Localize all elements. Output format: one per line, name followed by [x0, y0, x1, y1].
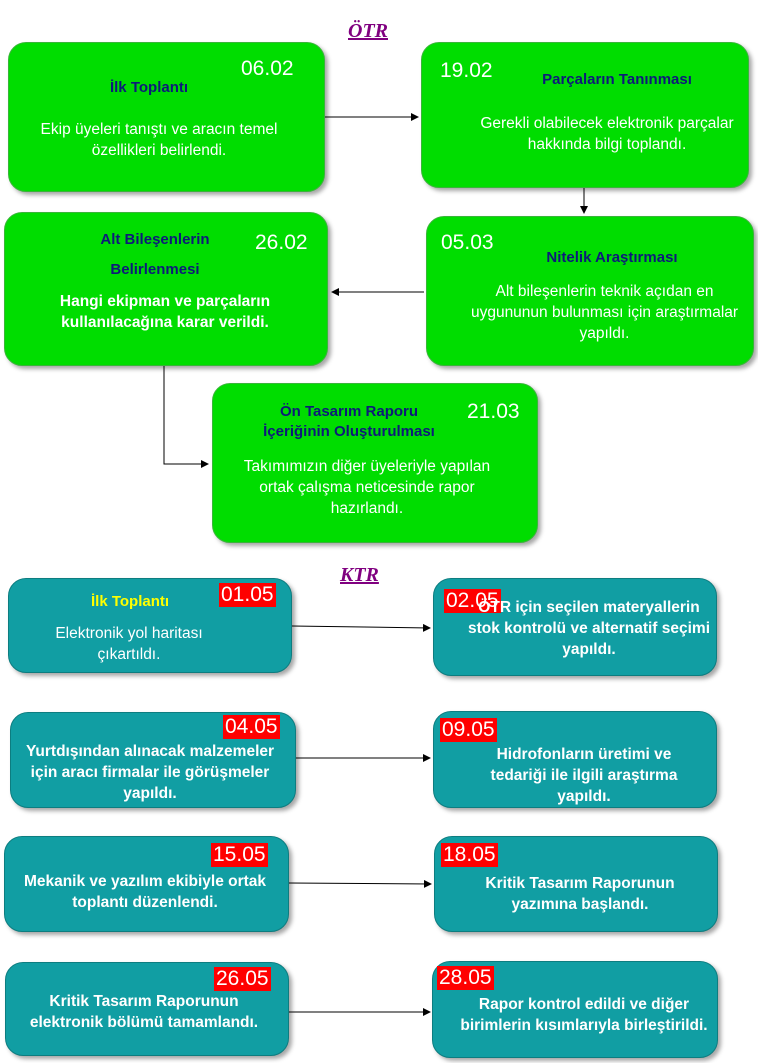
- ktr-step-1: 01.05 İlk Toplantı Elektronik yol harita…: [8, 578, 292, 673]
- step-desc: Rapor kontrol edildi ve diğer birimlerin…: [460, 996, 708, 1034]
- ktr-step-7: 26.05 Kritik Tasarım Raporunun elektroni…: [5, 962, 289, 1056]
- step-date: 06.02: [241, 57, 294, 80]
- step-title: Alt Bileşenlerin Belirlenmesi: [100, 231, 210, 278]
- step-desc: Hangi ekipman ve parçaların kullanılacağ…: [59, 293, 271, 331]
- arrow-ktr-3: [288, 879, 432, 888]
- step-desc: Takımımızın diğer üyeleriyle yapılan ort…: [243, 458, 491, 517]
- ktr-step-5: 15.05 Mekanik ve yazılım ekibiyle ortak …: [4, 836, 289, 932]
- step-title: Nitelik Araştırması: [546, 249, 678, 266]
- step-date: 15.05: [211, 843, 268, 867]
- step-desc: Alt bileşenlerin teknik açıdan en uygunu…: [470, 283, 739, 342]
- arrow-ktr-1: [291, 623, 431, 632]
- ktr-step-6: 18.05 Kritik Tasarım Raporunun yazımına …: [434, 836, 718, 932]
- step-desc: Elektronik yol haritası çıkartıldı.: [55, 625, 203, 663]
- step-date: 18.05: [441, 843, 498, 867]
- otr-step-1: 06.02 İlk Toplantı Ekip üyeleri tanıştı …: [8, 42, 325, 192]
- step-desc: Mekanik ve yazılım ekibiyle ortak toplan…: [23, 873, 267, 911]
- step-title: İlk Toplantı: [109, 79, 189, 96]
- ktr-step-3: 04.05 Yurtdışından alınacak malzemeler i…: [10, 712, 296, 808]
- step-date: 01.05: [219, 583, 276, 607]
- otr-step-2: 19.02 Parçaların Tanınması Gerekli olabi…: [421, 42, 749, 188]
- step-title: Parçaların Tanınması: [542, 71, 692, 88]
- ktr-step-4: 09.05 Hidrofonların üretimi ve tedariği …: [433, 711, 717, 808]
- ktr-heading: KTR: [340, 564, 379, 586]
- step-date: 02.05: [444, 589, 501, 613]
- step-date: 19.02: [440, 59, 493, 82]
- step-title: Ön Tasarım Raporu İçeriğinin Oluşturulma…: [263, 403, 435, 440]
- otr-step-5: 21.03 Ön Tasarım Raporu İçeriğinin Oluşt…: [212, 383, 538, 543]
- step-date: 04.05: [223, 715, 280, 739]
- otr-heading: ÖTR: [348, 20, 388, 42]
- step-date: 21.03: [467, 400, 520, 423]
- step-desc: Ekip üyeleri tanıştı ve aracın temel öze…: [40, 121, 278, 159]
- arrow-otr-4: [163, 366, 209, 468]
- ktr-step-2: 02.05 ÖTR için seçilen materyallerin sto…: [433, 578, 717, 676]
- step-date: 09.05: [440, 718, 497, 742]
- otr-step-3: 05.03 Nitelik Araştırması Alt bileşenler…: [426, 216, 754, 366]
- step-date: 26.05: [214, 967, 271, 991]
- step-desc: Yurtdışından alınacak malzemeler için ar…: [25, 743, 275, 802]
- step-desc: Gerekli olabilecek elektronik parçalar h…: [480, 115, 734, 153]
- step-desc: Kritik Tasarım Raporunun elektronik bölü…: [29, 993, 259, 1031]
- otr-step-4: 26.02 Alt Bileşenlerin Belirlenmesi Hang…: [4, 212, 328, 366]
- ktr-step-8: 28.05 Rapor kontrol edildi ve diğer biri…: [432, 961, 718, 1058]
- step-date: 26.02: [255, 231, 308, 254]
- step-desc: ÖTR için seçilen materyallerin stok kont…: [467, 599, 711, 658]
- step-desc: Kritik Tasarım Raporunun yazımına başlan…: [485, 875, 675, 913]
- step-date: 28.05: [437, 966, 494, 990]
- step-desc: Hidrofonların üretimi ve tedariği ile il…: [490, 746, 678, 805]
- step-date: 05.03: [441, 231, 494, 254]
- step-title: İlk Toplantı: [91, 593, 170, 610]
